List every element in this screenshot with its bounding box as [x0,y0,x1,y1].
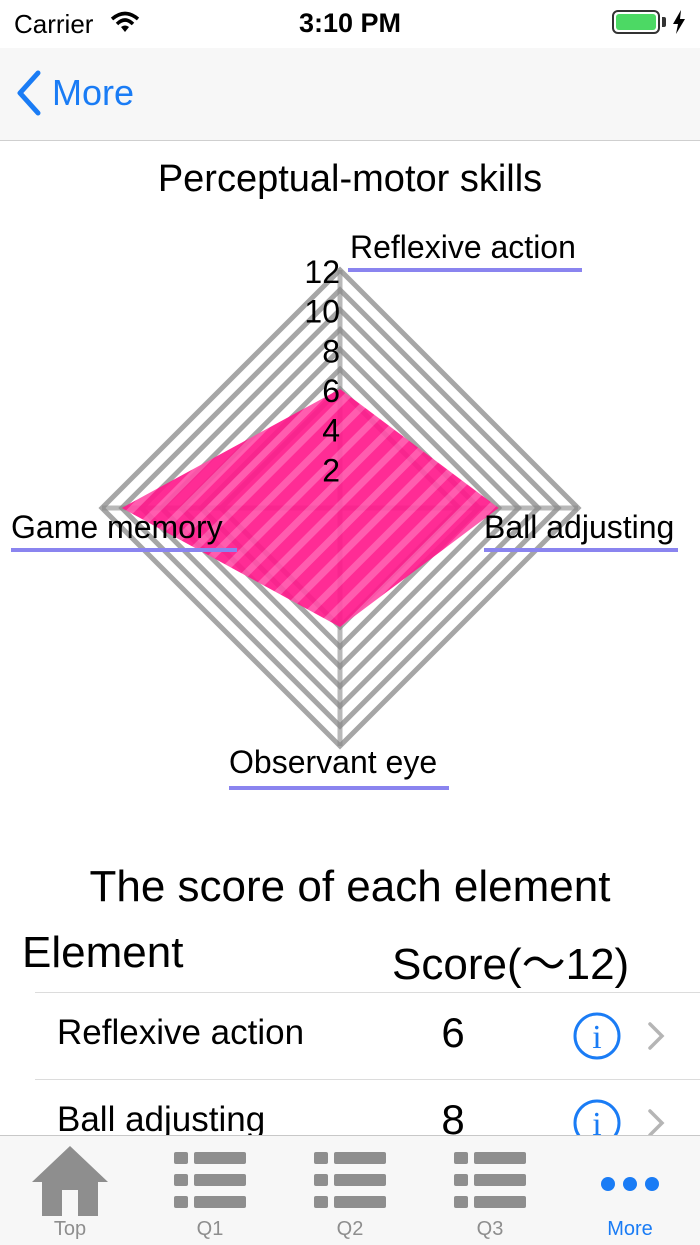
tab-bar: Top Q1 Q2 Q3 [0,1135,700,1245]
battery-icon [612,10,660,34]
status-time: 3:10 PM [298,8,402,38]
tick-label-2: 2 [322,452,340,488]
navigation-bar: More [0,48,700,141]
score-row-reflexive-action[interactable]: Reflexive action 6 i [35,992,700,1079]
row-label: Reflexive action [57,1013,305,1052]
info-icon[interactable]: i [572,1011,622,1061]
tab-q3[interactable]: Q3 [420,1136,560,1245]
tab-q2[interactable]: Q2 [280,1136,420,1245]
tick-label-10: 10 [304,294,340,330]
list-icon [314,1152,386,1208]
chevron-right-icon [648,1109,665,1137]
score-column-header: Score(～12) [392,940,630,989]
radar-data-area [121,389,499,627]
chevron-right-icon [648,1022,665,1050]
status-bar: Carrier 3:10 PM [0,0,700,48]
tick-label-4: 4 [322,413,340,449]
chart-title: Perceptual-motor skills [157,158,543,200]
tab-top[interactable]: Top [0,1136,140,1245]
axis-label-2: Observant eye [229,744,437,780]
tab-label: Q1 [196,1218,224,1240]
svg-text:i: i [592,1019,601,1056]
row-score: 8 [441,1096,465,1143]
score-table: Reflexive action 6 i Ball adjusting 8 i [0,992,700,1166]
row-label: Ball adjusting [57,1100,266,1139]
tab-more[interactable]: More [560,1136,700,1245]
tick-label-12: 12 [304,254,340,290]
battery-tip [662,17,666,27]
tab-label: Q2 [336,1218,364,1240]
axis-label-3: Game memory [11,509,223,545]
wifi-icon [110,11,140,32]
row-score: 6 [441,1009,465,1056]
more-icon [601,1177,659,1191]
charging-bolt-icon [673,10,685,34]
radar-tick-labels: 24 6 810 12 [304,254,340,488]
axis-label-0: Reflexive action [350,229,576,265]
chevron-left-icon [17,70,41,116]
element-column-header: Element [22,928,184,977]
tick-label-8: 8 [322,333,340,369]
tab-label: Top [53,1218,87,1240]
tab-label: More [607,1218,653,1240]
axis-label-1: Ball adjusting [484,509,674,545]
tick-label-6: 6 [322,373,340,409]
score-row-ball-adjusting[interactable]: Ball adjusting 8 i [35,1079,700,1166]
back-button[interactable]: More [16,68,134,118]
score-section-title: The score of each element [89,862,611,911]
tab-q1[interactable]: Q1 [140,1136,280,1245]
carrier-label: Carrier [14,9,94,39]
tab-label: Q3 [476,1218,504,1240]
svg-text:i: i [592,1106,601,1143]
list-icon [454,1152,526,1208]
list-icon [174,1152,246,1208]
home-icon [32,1146,108,1216]
back-label: More [52,72,135,113]
